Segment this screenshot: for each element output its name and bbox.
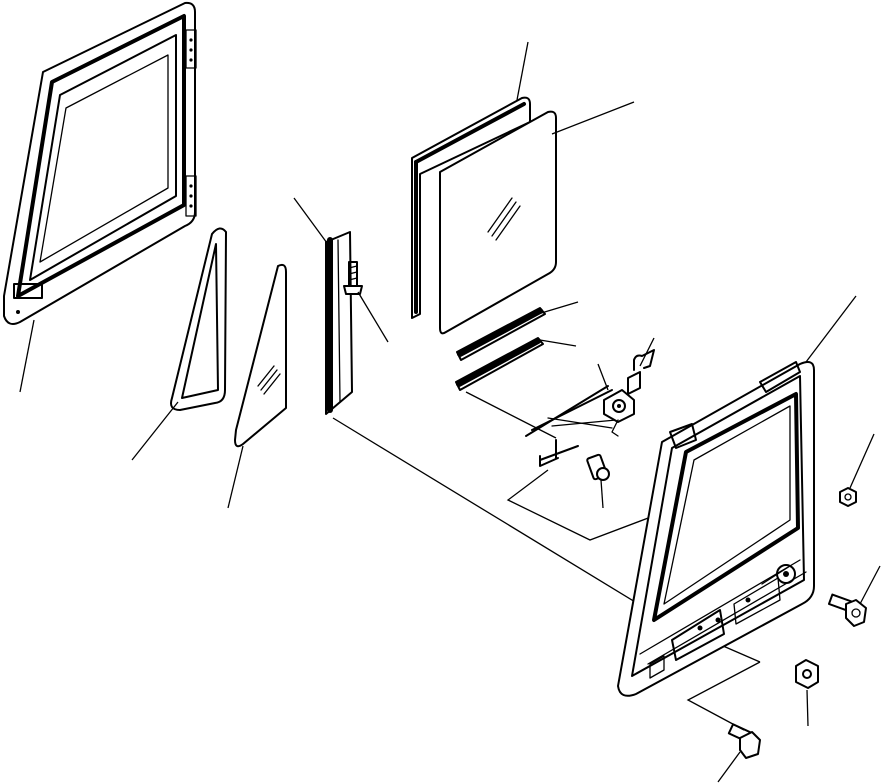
- leader-window-regulator-handle: [639, 337, 655, 367]
- leader-upper-weatherstrip: [537, 301, 579, 315]
- nut-lower[interactable]: [795, 659, 819, 689]
- triangular-glass-seal[interactable]: [170, 227, 227, 411]
- outer-door-frame[interactable]: [3, 1, 197, 325]
- inner-door-panel[interactable]: [617, 361, 815, 697]
- lower-weatherstrip[interactable]: [455, 337, 544, 391]
- leader-door-channel-strip: [293, 197, 328, 244]
- leader-window-glass: [551, 101, 635, 135]
- leader-inner-door-panel: [805, 295, 857, 363]
- triangular-glass[interactable]: [234, 263, 287, 448]
- leader-hex-bolt-bottom: [717, 751, 741, 783]
- leader-flange-bolt-right: [859, 565, 881, 605]
- screw[interactable]: [343, 261, 363, 295]
- window-glass-seal[interactable]: [411, 96, 531, 319]
- leader-screw: [357, 291, 389, 343]
- door-channel-strip[interactable]: [325, 231, 353, 415]
- hex-bolt-bottom[interactable]: [727, 723, 761, 759]
- flange-bolt-right[interactable]: [827, 593, 867, 627]
- leader-triangular-glass-seal: [131, 401, 179, 461]
- regulator-bolt[interactable]: [586, 453, 610, 481]
- leader-outer-door-frame: [19, 319, 35, 393]
- leader-window-regulator-mount: [597, 363, 609, 391]
- upper-weatherstrip[interactable]: [456, 307, 546, 361]
- leader-regulator-bolt: [600, 479, 604, 509]
- window-regulator[interactable]: [525, 349, 655, 467]
- leader-nut-upper: [849, 433, 875, 489]
- leader-triangular-glass: [227, 445, 244, 509]
- leader-lower-weatherstrip: [539, 339, 577, 347]
- leader-window-glass-seal: [516, 41, 529, 101]
- nut-upper[interactable]: [839, 487, 857, 507]
- window-glass[interactable]: [439, 110, 557, 335]
- leader-nut-lower: [806, 689, 809, 727]
